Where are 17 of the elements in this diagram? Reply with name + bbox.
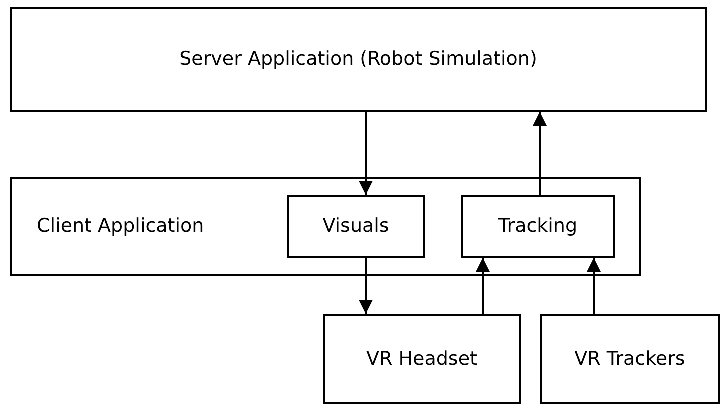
arrow [359,112,373,195]
process-box [323,314,521,404]
box-label: Server Application (Robot Simulation) [180,48,538,71]
box-label: VR Trackers [574,348,686,370]
box-label: Visuals [322,215,390,238]
box-label: Client Application [37,215,204,238]
process-box [10,7,707,112]
process-box [540,314,720,404]
module-box [461,195,615,258]
arrow [476,258,490,314]
arrow [587,258,601,314]
arrow [359,258,373,314]
box-label: Tracking [498,215,578,238]
module-box [287,195,425,258]
process-box [10,177,641,276]
arrow [533,112,547,195]
box-label: VR Headset [366,348,478,370]
